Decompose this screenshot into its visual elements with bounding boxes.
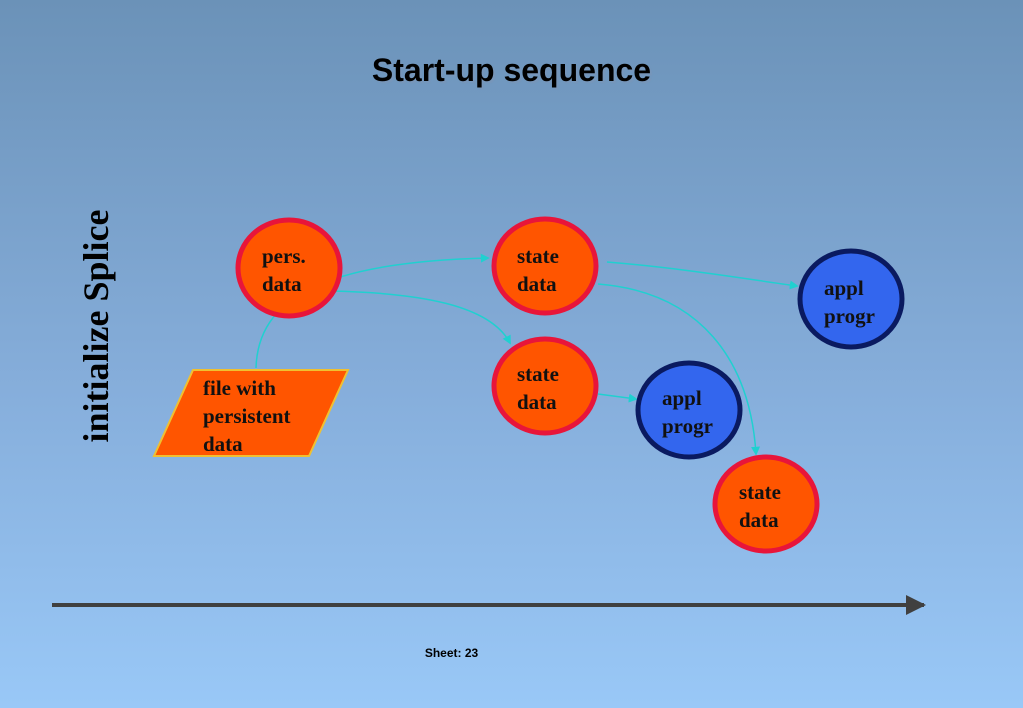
edge-state-top-to-state-bottom <box>597 283 761 456</box>
appl-progr-right-label: appl progr <box>824 276 875 328</box>
state-data-mid-node <box>491 336 599 436</box>
appl-progr-mid-node <box>635 360 743 460</box>
state-data-top-label: state data <box>517 244 559 296</box>
state-data-bottom-node <box>712 454 820 554</box>
edge-pers-to-state-mid <box>331 290 511 345</box>
state-data-bottom-label: state data <box>739 480 781 532</box>
file-label: file with persistent data <box>203 376 291 456</box>
pers-data-node <box>235 217 343 319</box>
state-data-top-node <box>491 216 599 316</box>
state-data-mid-label: state data <box>517 362 559 414</box>
edge-state-mid-to-appl-mid <box>597 393 638 403</box>
pers-data-label: pers. data <box>262 244 306 296</box>
appl-progr-mid-label: appl progr <box>662 386 713 438</box>
file-node <box>152 369 350 457</box>
appl-progr-right-node <box>797 248 905 350</box>
sheet-number: Sheet: 23 <box>424 646 479 660</box>
edge-state-top-to-appl-right <box>606 261 799 290</box>
slide-title: Start-up sequence <box>371 52 652 88</box>
